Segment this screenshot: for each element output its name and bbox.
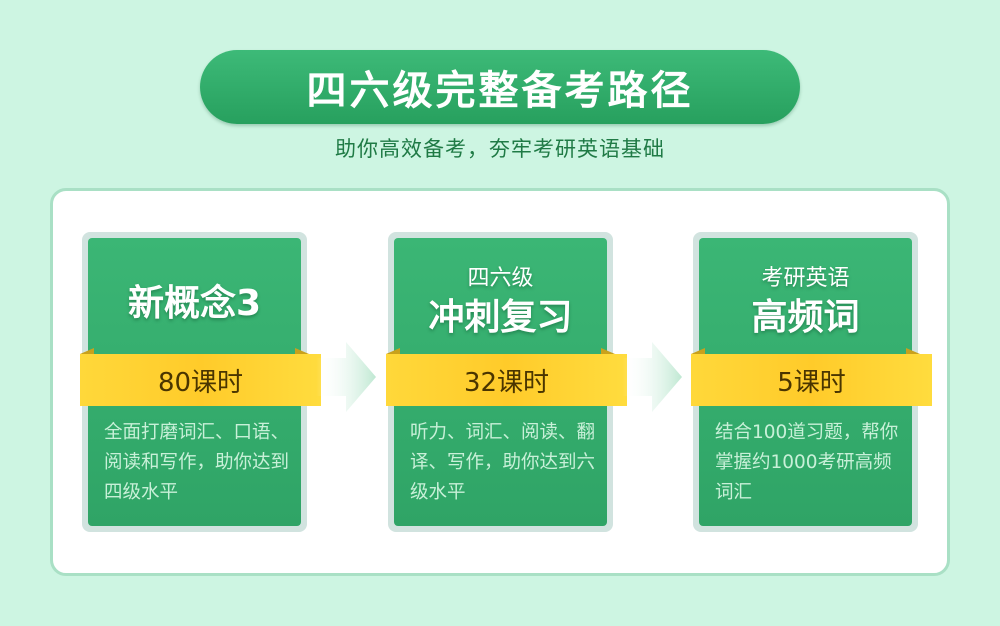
header-subtitle: 助你高效备考，夯牢考研英语基础 [335, 137, 665, 161]
card-description: 听力、词汇、阅读、翻译、写作，助你达到六级水平 [410, 422, 596, 503]
header-title: 四六级完整备考路径 [200, 50, 800, 124]
arrow-right-icon [316, 342, 376, 412]
card-title: 新概念3 [127, 283, 262, 324]
card-title: 冲刺复习 [428, 297, 573, 338]
card-description: 全面打磨词汇、口语、阅读和写作，助你达到四级水平 [104, 422, 290, 503]
card-description: 结合100道习题，帮你掌握约1000考研高频词汇 [715, 422, 899, 503]
card-subtitle: 四六级 [467, 266, 534, 291]
course-card-cet-sprint: 四六级 冲刺复习 32课时 听力、词汇、阅读、翻译、写作，助你达到六级水平 [386, 232, 627, 532]
card-subtitle: 考研英语 [761, 266, 850, 291]
arrow-right-icon [622, 342, 682, 412]
card-hours: 80课时 [80, 354, 321, 406]
card-hours: 5课时 [691, 354, 932, 406]
card-title: 高频词 [751, 297, 860, 338]
card-hours: 32课时 [386, 354, 627, 406]
course-card-vocab: 考研英语 高频词 5课时 结合100道习题，帮你掌握约1000考研高频词汇 [691, 232, 932, 532]
course-card-new-concept: 新概念3 80课时 全面打磨词汇、口语、阅读和写作，助你达到四级水平 [80, 232, 321, 532]
